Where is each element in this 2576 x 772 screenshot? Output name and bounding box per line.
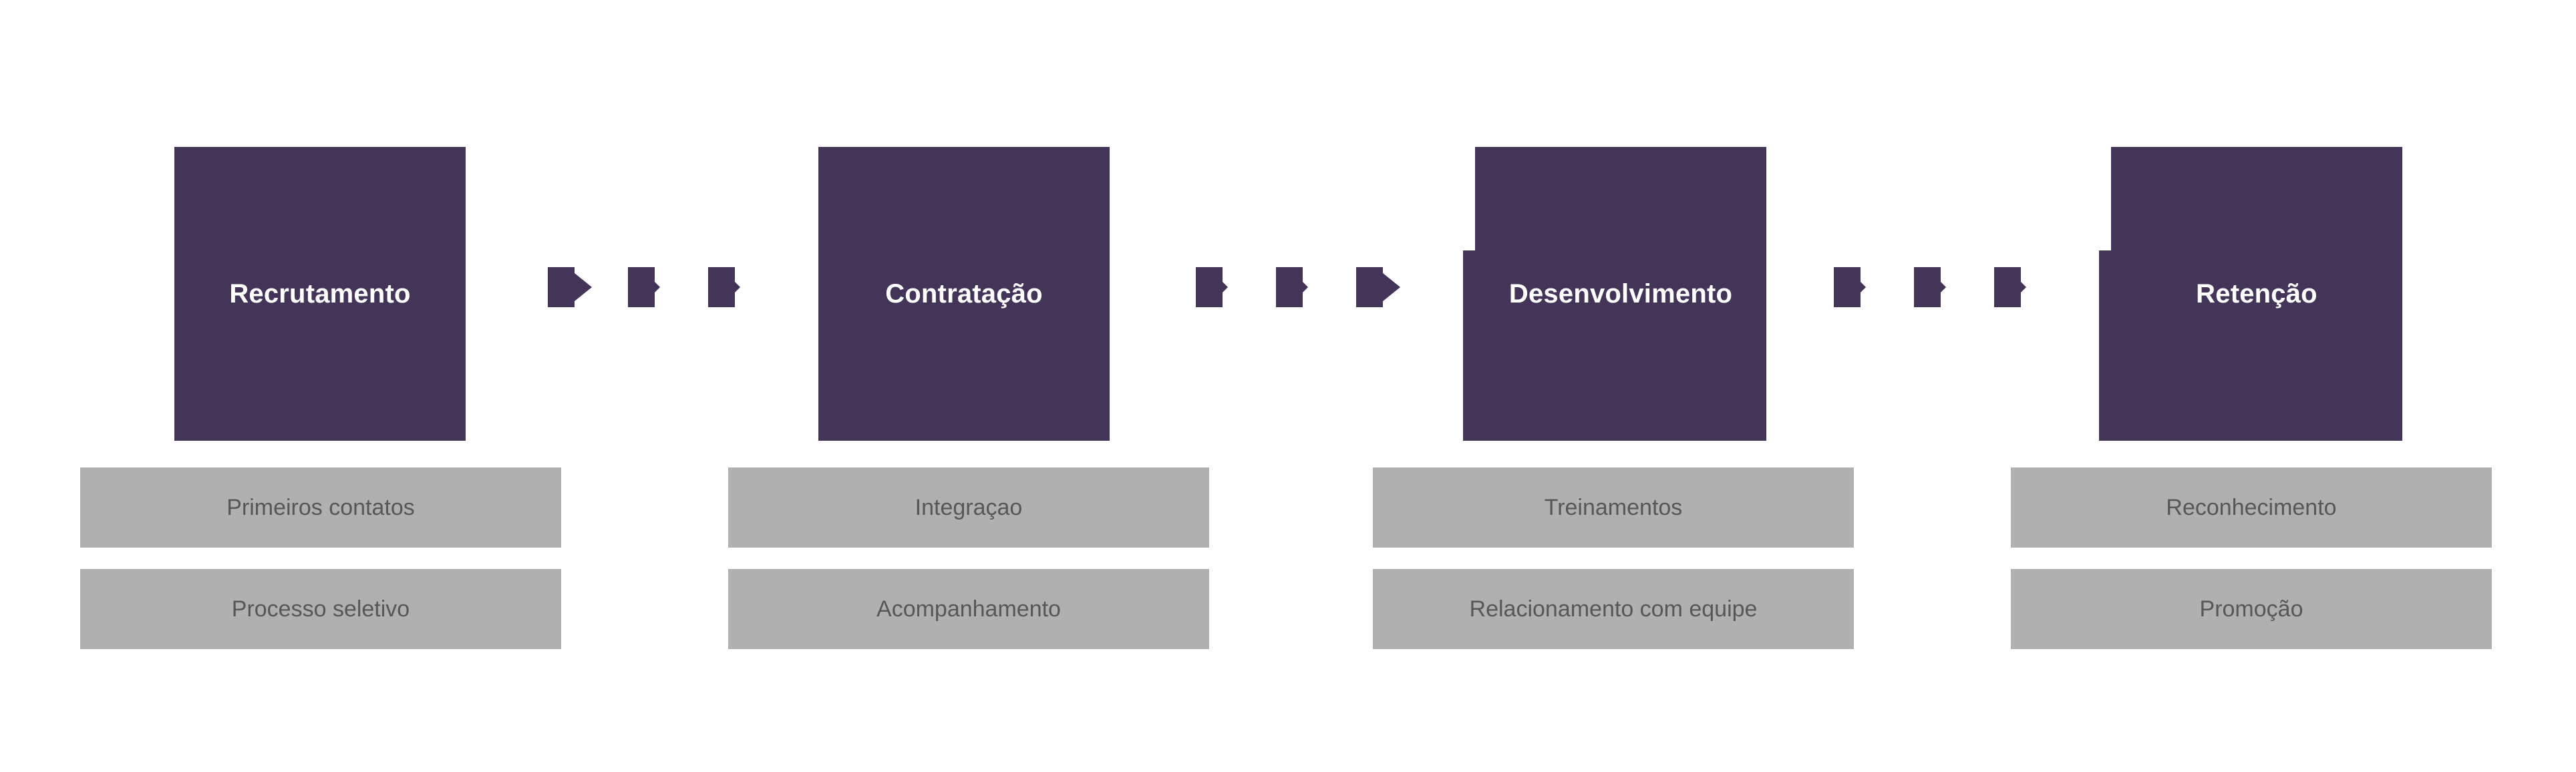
arrow-head-icon [575, 273, 592, 301]
arrow-nub-icon [655, 282, 660, 293]
subitem-label: Processo seletivo [231, 596, 410, 622]
connector-1-dash-2 [628, 267, 660, 307]
subitem-label: Reconhecimento [2166, 494, 2337, 520]
subitem-desenvolvimento-2[interactable]: Relacionamento com equipe [1373, 569, 1854, 649]
connector-3-dash-1 [1834, 267, 1866, 307]
subitem-label: Relacionamento com equipe [1469, 596, 1758, 622]
stage-box-contratacao[interactable]: Contratação [818, 147, 1110, 441]
connector-2-dash-2 [1276, 267, 1308, 307]
connector-2-dash-3 [1356, 267, 1400, 307]
stage-title-contratacao: Contratação [885, 279, 1043, 309]
subitem-desenvolvimento-1[interactable]: Treinamentos [1373, 467, 1854, 548]
connector-1-dash-1 [548, 267, 592, 307]
subitem-retencao-1[interactable]: Reconhecimento [2011, 467, 2492, 548]
subitem-retencao-2[interactable]: Promoção [2011, 569, 2492, 649]
arrow-head-icon [1383, 273, 1400, 301]
subitem-label: Treinamentos [1544, 494, 1683, 520]
connector-3-dash-2 [1914, 267, 1946, 307]
subitem-contratacao-2[interactable]: Acompanhamento [728, 569, 1209, 649]
connector-3-dash-3 [1994, 267, 2026, 307]
subitem-contratacao-1[interactable]: Integraçao [728, 467, 1209, 548]
subitem-recrutamento-2[interactable]: Processo seletivo [80, 569, 561, 649]
subitem-label: Primeiros contatos [226, 494, 415, 520]
arrow-nub-icon [1861, 282, 1866, 293]
stage-title-retencao: Retenção [2196, 279, 2317, 309]
connector-3 [1834, 267, 2028, 307]
arrow-nub-icon [1303, 282, 1308, 293]
arrow-nub-icon [2021, 282, 2026, 293]
subitem-label: Integraçao [915, 494, 1023, 520]
connector-2-dash-1 [1196, 267, 1228, 307]
subitem-label: Acompanhamento [876, 596, 1061, 622]
subitem-recrutamento-1[interactable]: Primeiros contatos [80, 467, 561, 548]
stage-box-retencao[interactable]: Retenção [2099, 147, 2402, 441]
stage-box-desenvolvimento[interactable]: Desenvolvimento [1463, 147, 1766, 441]
stage-title-desenvolvimento: Desenvolvimento [1508, 279, 1733, 309]
arrow-nub-icon [1941, 282, 1946, 293]
arrow-nub-icon [735, 282, 740, 293]
connector-1 [548, 267, 742, 307]
connector-1-dash-3 [708, 267, 740, 307]
stage-box-recrutamento[interactable]: Recrutamento [174, 147, 466, 441]
stage-title-recrutamento: Recrutamento [229, 279, 411, 309]
subitem-label: Promoção [2199, 596, 2303, 622]
connector-2 [1196, 267, 1400, 307]
arrow-nub-icon [1223, 282, 1228, 293]
